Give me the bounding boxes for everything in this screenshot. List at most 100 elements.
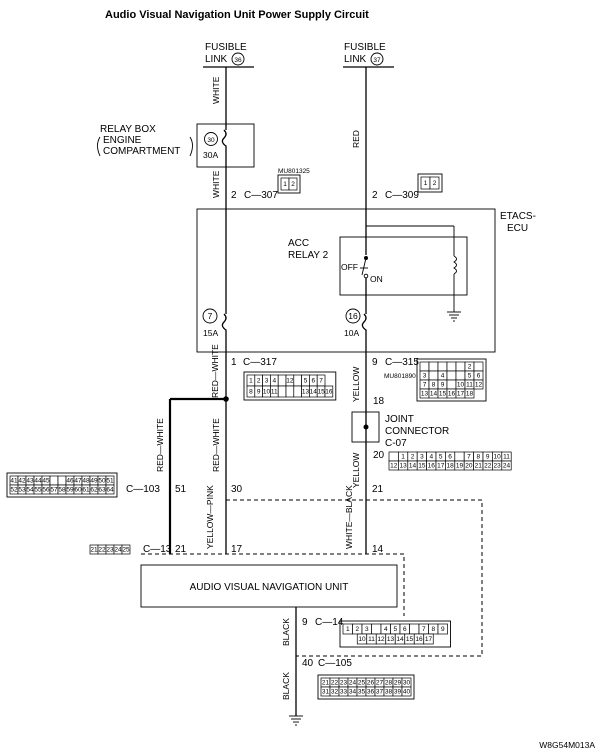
connector-pin-number: 9 [441,382,445,389]
mu801890-label: MU801890 [384,373,416,380]
connector-cell [423,633,434,645]
connector-pin-number: 11 [466,382,473,389]
pin-21-right: 21 [372,484,384,495]
joint-connector-c07: C-07 [385,438,407,449]
connector-pin-number: 55 [34,487,42,494]
connector-pin-number: 8 [476,454,480,461]
svg-text:36: 36 [234,57,242,64]
connector-pin-number: 2 [291,181,295,188]
wire-label-yellow-a: YELLOW [351,367,361,402]
connector-pin-number: 22 [484,463,492,470]
wire-label-red-white-c: RED—WHITE [211,418,221,472]
connector-pin-number: 53 [18,487,26,494]
fuse-16-amp: 10A [344,328,359,338]
connector-pin-number: 34 [349,689,357,696]
pin-30: 30 [231,484,243,495]
connector-pin-number: 15 [418,463,426,470]
connector-pin-number: 2 [355,626,359,633]
connector-pin-number: 7 [319,378,323,385]
mu801325-label: MU801325 [278,168,310,175]
connector-pin-number: 29 [394,680,402,687]
fuse-16-number: 16 [348,311,358,321]
connector-pin-number: 9 [257,389,261,396]
connector-pin-number: 23 [340,680,348,687]
pin-40: 40 [302,658,314,669]
svg-text:RELAY BOX: RELAY BOX [100,124,156,135]
connector-pin-number: 51 [106,478,114,485]
connector-frame [317,674,415,700]
connector-pin-number: 46 [66,478,74,485]
connector-frame [417,173,443,193]
connector-pin-number: 16 [448,391,456,398]
connector-frame [277,174,301,194]
connector-pin-number: 52 [10,487,18,494]
connector-pin-number: 1 [346,626,350,633]
fuse-30-number: 30 [207,137,215,144]
connector-pin-number: 12 [390,463,398,470]
connector-c14-label: C—14 [315,617,344,628]
connector-pin-number: 4 [272,378,276,385]
connector-cell [473,361,484,372]
connector-pin-number: 4 [441,373,445,380]
connector-pin-number: 9 [441,626,445,633]
connector-frame [6,472,118,498]
connector-pin-number: 27 [376,680,384,687]
connector-pin-number: 2 [468,364,472,371]
connector-pin-number: 26 [367,680,375,687]
connector-pin-number: 43 [26,478,34,485]
connector-cell [429,176,440,190]
acc-relay-off: OFF [341,262,358,272]
connector-pin-number: 39 [394,689,402,696]
joint-label-2: CONNECTOR [385,426,449,437]
connector-c13-label: C—13 [143,544,172,555]
pin-21-c13: 21 [175,544,187,555]
connector-pin-number: 42 [18,478,26,485]
connector-pin-number: 12 [475,382,483,389]
connector-pin-number: 16 [428,463,436,470]
connector-pin-number: 17 [425,636,433,643]
connector-cell [57,475,67,486]
connector-pin-number: 7 [467,454,471,461]
connector-pin-number: 15 [406,636,414,643]
connector-c103-label: C—103 [126,484,160,495]
connector-cell [277,374,287,387]
connector-cell [409,623,420,635]
connector-pin-number: 40 [403,689,411,696]
connector-pin-number: 19 [456,463,464,470]
connector-pin-number: 23 [493,463,501,470]
pin-14: 14 [372,544,384,555]
pin-9-c315: 9 [372,357,378,368]
connector-pin-number: 5 [393,626,397,633]
connector-frame [243,371,337,401]
connector-pin-number: 9 [486,454,490,461]
connector-pin-number: 44 [34,478,42,485]
connector-pin-number: 41 [10,478,18,485]
pin-1-c317: 1 [231,357,237,368]
connector-pin-number: 21 [475,463,483,470]
connector-pin-number: 11 [368,636,375,643]
connector-pin-number: 28 [385,680,393,687]
connector-pin-number: 25 [122,547,130,554]
connector-pin-number: 13 [302,389,310,396]
connector-cell [446,370,457,381]
connector-pin-number: 14 [409,463,417,470]
connector-pin-number: 8 [431,626,435,633]
connector-pin-number: 8 [432,382,436,389]
connector-pin-number: 10 [263,389,271,396]
connector-pin-number: 32 [331,689,339,696]
connector-pin-number: 17 [437,463,445,470]
svg-text:ENGINE: ENGINE [103,135,142,146]
acc-relay-2 [339,236,468,296]
connector-pin-number: 14 [430,391,438,398]
connector-pin-number: 64 [106,487,114,494]
avnu-label: AUDIO VISUAL NAVIGATION UNIT [190,582,349,593]
connector-cell [428,361,439,372]
connector-cell [105,484,115,495]
connector-pin-number: 48 [82,478,90,485]
connector-pin-number: 18 [466,391,474,398]
fusible-link-36: FUSIBLE LINK 36 [205,42,247,66]
